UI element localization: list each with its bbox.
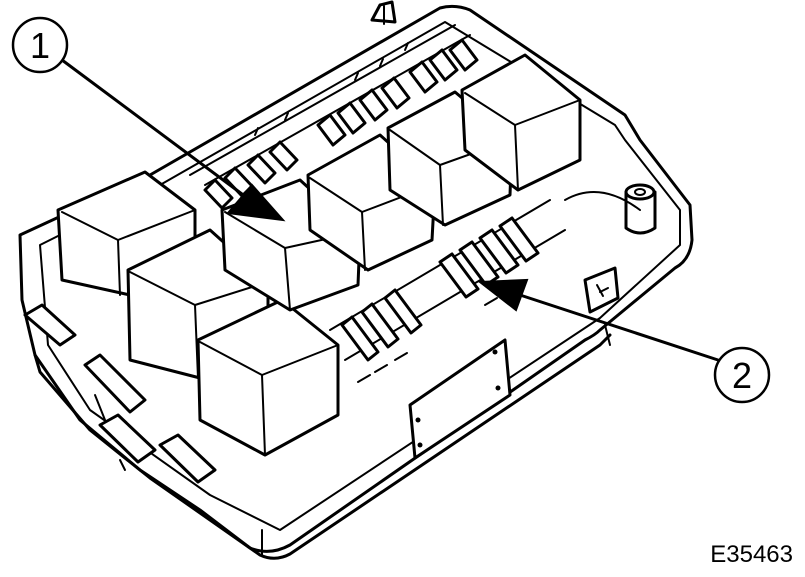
label-plate — [408, 338, 512, 460]
relay-g — [460, 53, 582, 192]
arrowhead-2 — [477, 278, 529, 312]
callout-2-circle — [713, 346, 771, 404]
side-connector — [583, 266, 620, 314]
callout-1-label: 1 — [30, 25, 50, 66]
top-latch — [370, 0, 397, 25]
callout-2: 2 — [477, 278, 771, 404]
callout-1: 1 — [11, 16, 286, 222]
rear-fuse-row — [189, 24, 479, 210]
mounting-post — [564, 183, 657, 235]
callout-1-circle — [11, 16, 69, 74]
callout-2-label: 2 — [732, 355, 752, 396]
left-clips — [23, 303, 217, 484]
front-fuse-bank — [329, 199, 566, 383]
figure-reference-code: E35463 — [710, 541, 793, 568]
arrowhead-1 — [226, 183, 286, 222]
